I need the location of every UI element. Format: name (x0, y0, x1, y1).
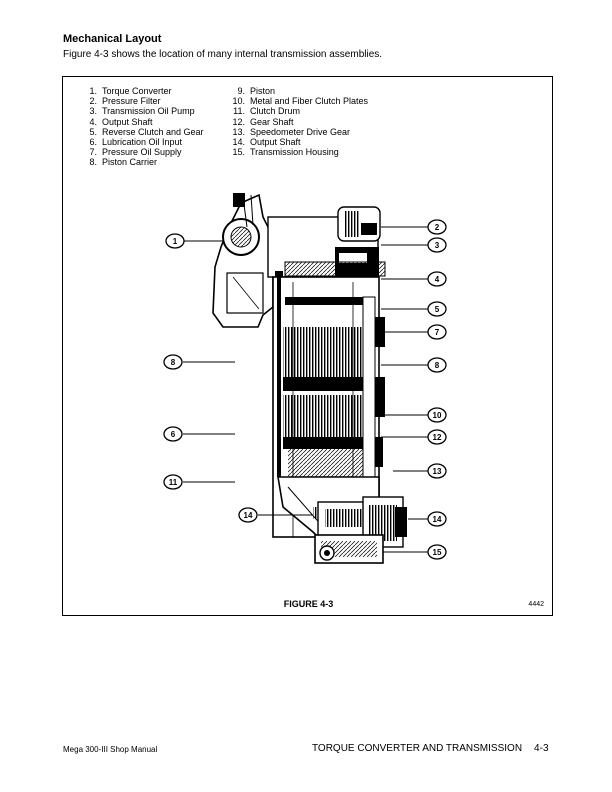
svg-text:13: 13 (433, 467, 442, 476)
legend-item: 5.Reverse Clutch and Gear (89, 126, 204, 137)
legend-item: 15.Transmission Housing (232, 147, 339, 158)
footer-section-title: TORQUE CONVERTER AND TRANSMISSION (312, 743, 523, 754)
legend-item: 13.Speedometer Drive Gear (232, 126, 351, 137)
callout-14-left: 14 (238, 507, 258, 523)
callout-8-right: 8 (427, 357, 447, 373)
svg-text:8: 8 (171, 358, 176, 367)
pump-housing-shape (267, 206, 386, 281)
svg-text:15: 15 (433, 548, 442, 557)
legend-item: 3.Transmission Oil Pump (89, 106, 195, 117)
callout-8-left: 8 (163, 354, 183, 370)
intro-paragraph: Figure 4-3 shows the location of many in… (63, 49, 383, 60)
callout-4: 4 (427, 271, 447, 287)
svg-text:11: 11 (169, 478, 178, 487)
legend-item: 4.Output Shaft (89, 116, 153, 127)
footer-manual-title: Mega 300-III Shop Manual (63, 745, 158, 754)
section-heading: Mechanical Layout (63, 33, 162, 45)
svg-text:5: 5 (435, 305, 440, 314)
callout-15: 15 (427, 544, 447, 560)
callout-1: 1 (165, 233, 185, 249)
svg-text:12: 12 (433, 433, 442, 442)
callout-7: 7 (427, 324, 447, 340)
svg-text:3: 3 (435, 241, 440, 250)
svg-text:8: 8 (435, 361, 440, 370)
callout-2: 2 (427, 219, 447, 235)
torque-converter-shape (212, 193, 274, 328)
svg-text:1: 1 (173, 237, 178, 246)
svg-text:14: 14 (244, 511, 253, 520)
legend-item: 1.Torque Converter (89, 86, 172, 96)
svg-text:10: 10 (433, 411, 442, 420)
legend-left-column: 1.Torque Converter 2.Pressure Filter 3.T… (75, 86, 204, 168)
svg-text:7: 7 (435, 328, 440, 337)
legend-item: 14.Output Shaft (232, 137, 301, 148)
legend-item: 8.Piston Carrier (89, 157, 158, 168)
leader-lines (183, 226, 428, 553)
page-number: 4-3 (534, 743, 549, 754)
figure-caption: FIGURE 4-3 (283, 599, 334, 609)
callout-14-right: 14 (427, 511, 447, 527)
legend-item: 6.Lubrication Oil Input (89, 137, 183, 148)
callout-12: 12 (427, 429, 447, 445)
callout-3: 3 (427, 237, 447, 253)
svg-text:14: 14 (433, 515, 442, 524)
footer-section: TORQUE CONVERTER AND TRANSMISSION 4-3 (312, 743, 549, 754)
svg-text:2: 2 (435, 223, 440, 232)
callout-6: 6 (163, 426, 183, 442)
figure-frame: 1.Torque Converter 2.Pressure Filter 3.T… (62, 76, 553, 616)
output-shaft-shape (317, 496, 407, 548)
callout-11: 11 (163, 474, 183, 490)
callout-13: 13 (427, 463, 447, 479)
figure-id: 4442 (528, 601, 544, 608)
legend-item: 9.Piston (237, 86, 276, 96)
svg-text:6: 6 (171, 430, 176, 439)
legend-item: 7.Pressure Oil Supply (89, 147, 182, 158)
callout-5: 5 (427, 301, 447, 317)
legend-item: 12.Gear Shaft (232, 116, 294, 127)
svg-text:4: 4 (435, 275, 440, 284)
legend-item: 2.Pressure Filter (89, 96, 161, 107)
legend-right-column: 9.Piston 10.Metal and Fiber Clutch Plate… (223, 86, 368, 157)
output-housing-shape (314, 534, 384, 564)
callout-10: 10 (427, 407, 447, 423)
legend-item: 10.Metal and Fiber Clutch Plates (232, 96, 369, 107)
legend-item: 11.Clutch Drum (233, 106, 301, 117)
transmission-cutaway-diagram: 1 2 3 4 5 7 8 8 (163, 193, 447, 564)
